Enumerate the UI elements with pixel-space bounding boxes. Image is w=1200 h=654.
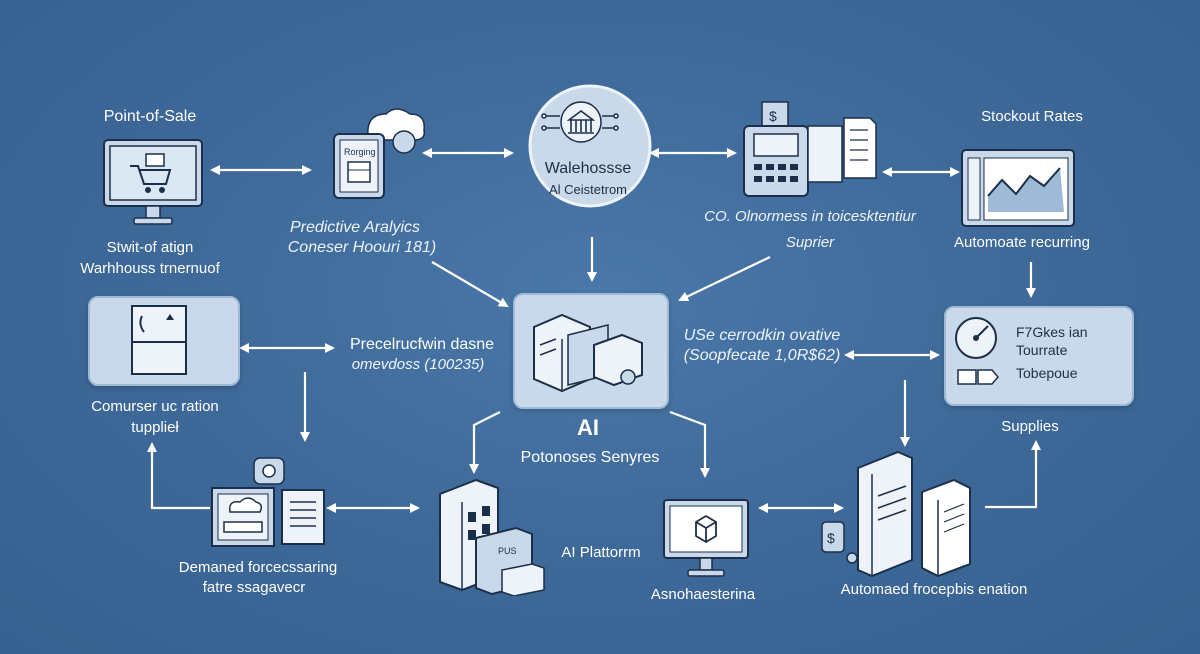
platform-line-1: AI Plattorrm <box>561 544 641 561</box>
stockout-line-1: Automoate recurring <box>954 234 1090 251</box>
demand-line-1: Demaned forcecssaring <box>178 559 338 576</box>
arrow-servers-supplies <box>985 440 1041 509</box>
center-title: AI <box>577 415 599 440</box>
box-icon <box>131 305 187 375</box>
warehouse-line-2: Al Ceistetrom <box>548 182 628 197</box>
use-line-1: USe cerrodkin ovative <box>683 327 841 344</box>
svg-text:$: $ <box>827 530 835 546</box>
preceruc-line-1: Precelrucfwin dasne <box>349 336 495 353</box>
predictive-line-1: Predictive Aralyics <box>289 219 421 236</box>
fixes-line-1: F7Gkes ian <box>1016 324 1088 340</box>
svg-text:$: $ <box>769 108 777 124</box>
server-boxes-icon <box>533 313 643 393</box>
automaed-line-1: Automaed frocepbis enation <box>840 581 1028 598</box>
line-chart-monitor-icon <box>961 149 1075 227</box>
cube-monitor-icon <box>663 499 749 577</box>
pos-line-2: Warhhouss trnernuof <box>80 260 220 277</box>
consumer-line-1: Comurser uc ration <box>91 398 219 415</box>
fixes-line-3: Tobepoue <box>1016 365 1078 381</box>
arrow-center-asno <box>669 410 710 478</box>
cart-monitor-icon <box>103 139 203 225</box>
predictive-line-2: Coneser Hoouri 181) <box>287 239 437 256</box>
supplier-line-2: Suprier <box>785 234 835 251</box>
consumer-line-2: tupplieł <box>131 419 179 436</box>
arrow-supplier-center <box>678 256 771 302</box>
pos-terminal-icon: $ <box>743 101 877 197</box>
stockout-title: Stockout Rates <box>981 108 1083 125</box>
pos-line-1: Stwit-of atign <box>106 239 194 256</box>
supplier-line-1: CO. Olnormess in toicesktentiur <box>704 208 916 225</box>
fixes-caption: Supplies <box>1001 418 1059 435</box>
arrow-loop-consumer <box>147 442 210 510</box>
platform-box-text: PUS <box>498 546 517 556</box>
bank-badge-icon <box>528 84 652 208</box>
tablet-screen-text: Rorging <box>344 147 376 157</box>
pos-title: Point-of-Sale <box>103 108 197 125</box>
warehouse-line-1: Walehossse <box>544 160 632 177</box>
preceruc-line-2: omevdoss (100235) <box>351 356 485 373</box>
arrow-predictive-center <box>431 261 509 308</box>
use-line-2: (Soopfecate 1,0R$62) <box>683 347 841 364</box>
arrow-center-platform <box>469 411 501 474</box>
gauge-icon <box>955 317 999 385</box>
server-tower-icon: $ <box>821 450 971 578</box>
tablet-cloud-icon: Rorging <box>333 108 426 199</box>
center-line-1: Potonoses Senyres <box>520 449 660 466</box>
stacked-boxes-icon: PUS <box>439 478 545 596</box>
document-cloud-icon <box>211 457 325 547</box>
demand-line-2: fatre ssagavecr <box>202 579 306 596</box>
fixes-line-2: Tourrate <box>1016 342 1068 358</box>
asno-line-1: Asnohaesterina <box>650 586 756 603</box>
